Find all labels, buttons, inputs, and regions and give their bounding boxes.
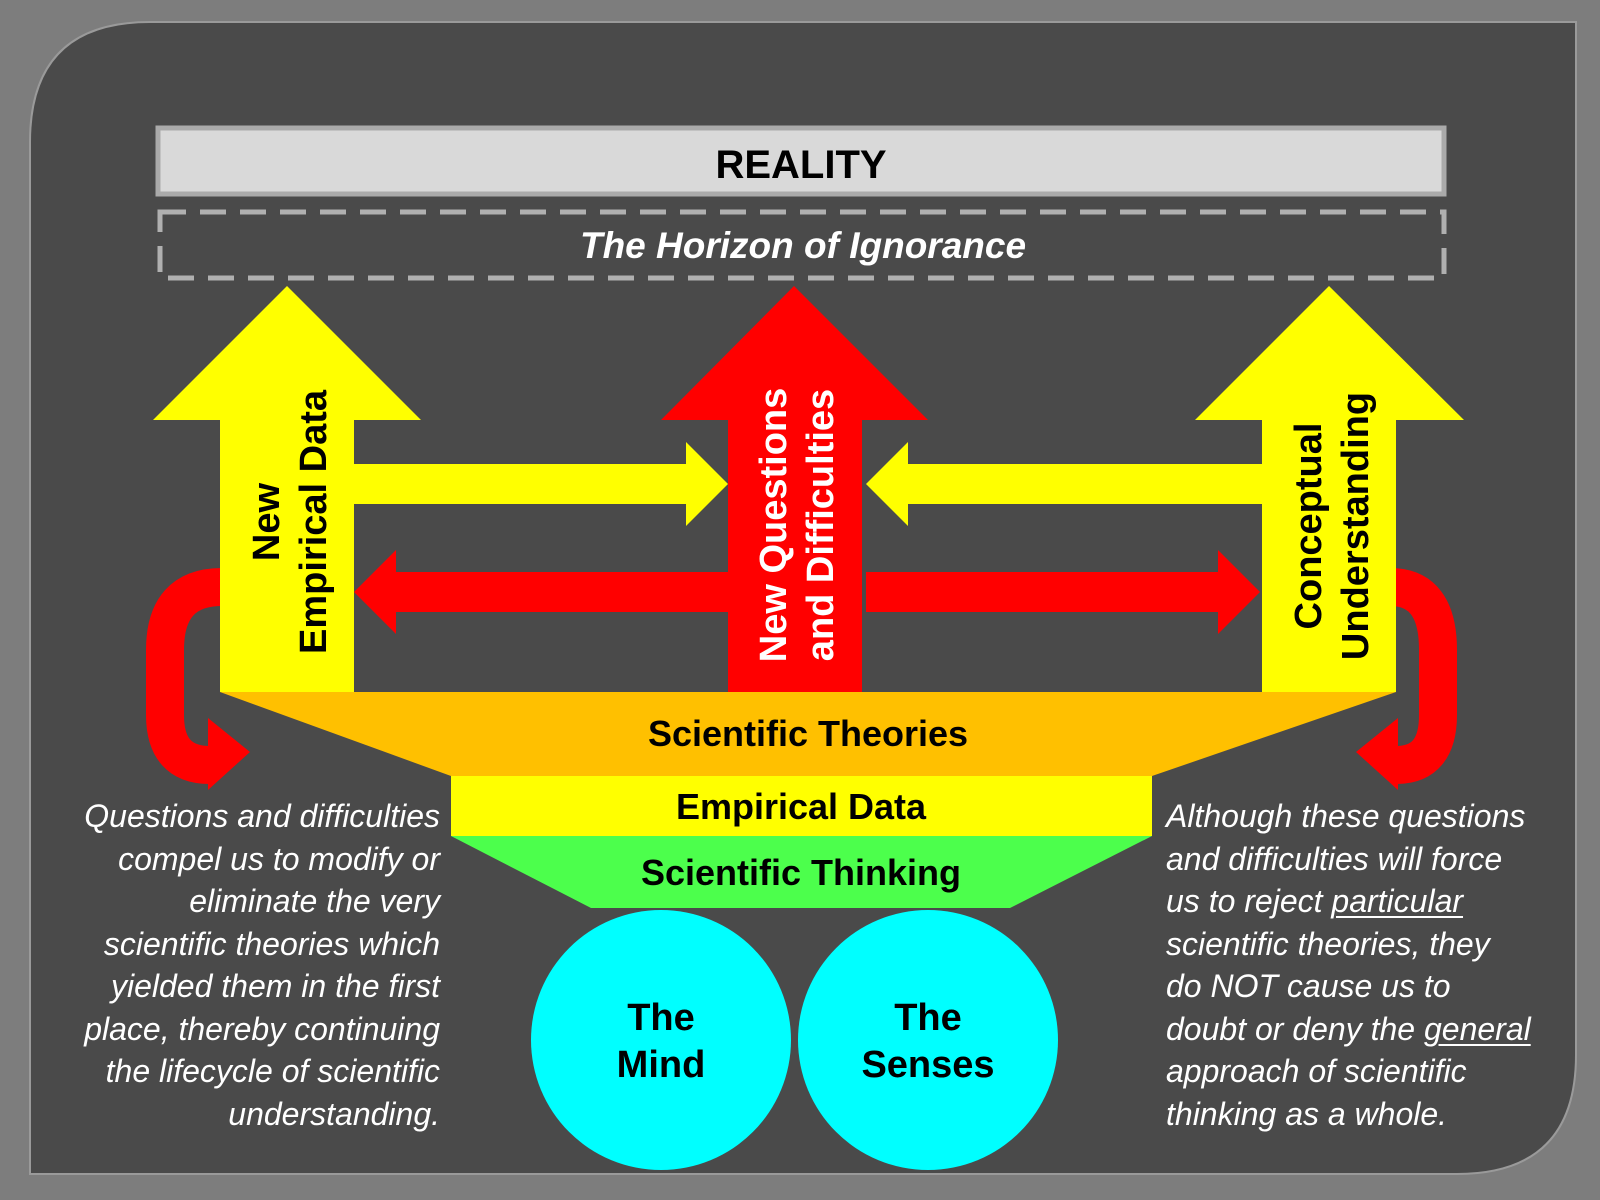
emphasis-general: general (1423, 1010, 1531, 1047)
arrow-questions-to-understanding (866, 550, 1260, 634)
caption-right-line: and difficulties will force (1166, 840, 1503, 877)
reality-label: REALITY (715, 143, 886, 187)
arrow-questions-to-data (354, 550, 730, 634)
arrow-right-label-line2: Understanding (1335, 392, 1377, 660)
caption-right-line: Although these questions (1166, 798, 1526, 834)
caption-left-line: Questions and difficulties (84, 798, 440, 834)
caption-left: Questions and difficulties compel us to … (20, 795, 440, 1135)
caption-right: Although these questions and difficultie… (1166, 795, 1586, 1135)
circle-senses-line1: The (894, 997, 962, 1039)
caption-right-line: us to reject particular (1166, 880, 1586, 923)
caption-right-text: us to reject (1166, 883, 1332, 919)
reality-bar: REALITY (155, 125, 1447, 197)
arrow-left-label-line1: New (246, 482, 288, 561)
layer-scientific-theories: Scientific Theories (220, 692, 1396, 776)
caption-left-line: eliminate the very (189, 883, 440, 919)
layer-thinking-label: Scientific Thinking (641, 852, 961, 893)
caption-left-line: compel us to modify or (118, 840, 440, 877)
circle-mind-line2: Mind (617, 1044, 706, 1086)
caption-right-line: thinking as a whole. (1166, 1095, 1448, 1132)
circle-senses-line2: Senses (861, 1044, 994, 1086)
arrow-understanding-to-questions (866, 442, 1264, 526)
caption-right-line: do NOT cause us to (1166, 968, 1451, 1004)
arrow-data-to-questions (352, 442, 728, 526)
caption-left-line: yielded them in the first (110, 968, 440, 1004)
layer-scientific-thinking: Scientific Thinking (451, 836, 1152, 908)
layer-data-label: Empirical Data (676, 786, 927, 827)
caption-right-line: doubt or deny the general (1166, 1008, 1586, 1051)
circle-mind-line1: The (627, 997, 695, 1039)
horizon-label: The Horizon of Ignorance (580, 225, 1026, 266)
arrow-right-label-line1: Conceptual (1288, 423, 1330, 630)
left-curved-arrow (146, 568, 250, 790)
layer-empirical-data: Empirical Data (451, 776, 1152, 836)
caption-left-line: place, thereby continuing (84, 1010, 440, 1047)
arrow-new-questions: New Questions and Difficulties (661, 286, 928, 692)
caption-left-line: the lifecycle of scientific (105, 1053, 440, 1089)
caption-right-line: approach of scientific (1166, 1053, 1467, 1089)
caption-left-line: scientific theories which (103, 925, 440, 962)
layer-theories-label: Scientific Theories (648, 713, 968, 754)
arrow-left-label-line2: Empirical Data (293, 389, 335, 654)
arrow-new-empirical-data: New Empirical Data (153, 286, 421, 692)
emphasis-particular: particular (1331, 883, 1464, 919)
arrow-conceptual-understanding: Conceptual Understanding (1195, 286, 1464, 692)
caption-left-line: understanding. (228, 1095, 440, 1132)
arrow-center-label-line2: and Difficulties (800, 389, 842, 661)
caption-right-line: scientific theories, they (1166, 925, 1490, 962)
circle-the-senses: The Senses (798, 910, 1058, 1170)
arrow-center-label-line1: New Questions (753, 388, 795, 663)
circle-the-mind: The Mind (531, 910, 791, 1170)
horizon-of-ignorance-box: The Horizon of Ignorance (157, 209, 1447, 281)
right-curved-arrow (1356, 568, 1457, 790)
caption-right-text: doubt or deny the (1166, 1010, 1424, 1047)
